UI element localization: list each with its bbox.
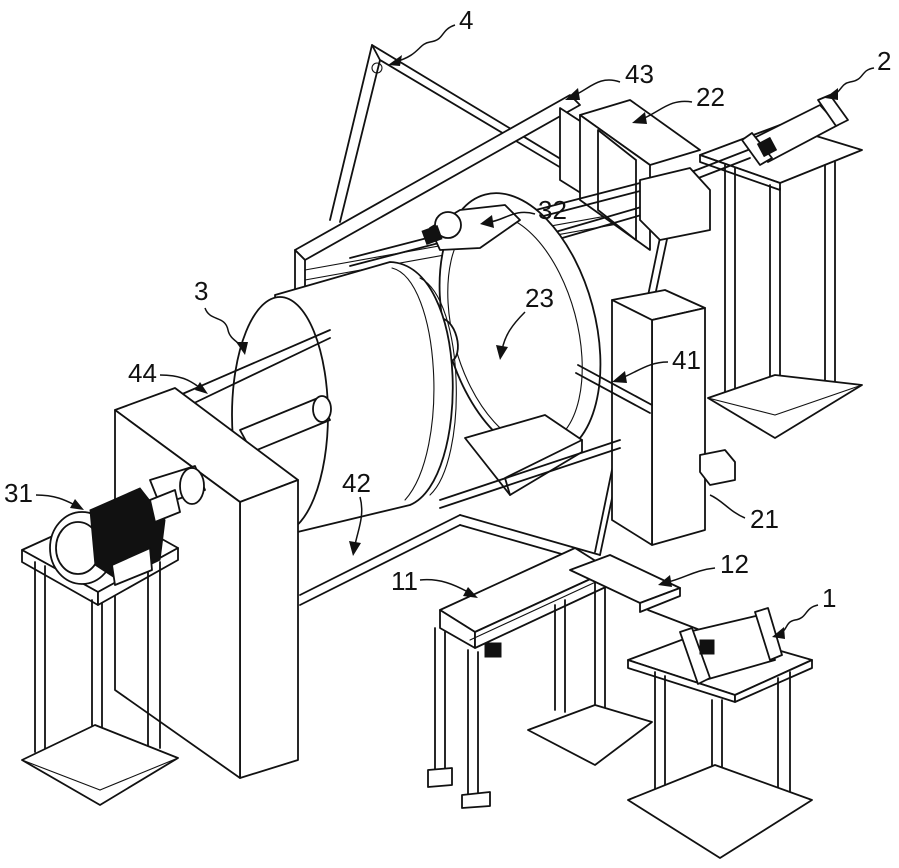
label-22: 22 bbox=[696, 82, 725, 112]
label-3: 3 bbox=[194, 276, 208, 306]
label-2: 2 bbox=[877, 46, 891, 76]
label-41: 41 bbox=[672, 345, 701, 375]
label-12: 12 bbox=[720, 549, 749, 579]
label-43: 43 bbox=[625, 59, 654, 89]
label-44: 44 bbox=[128, 358, 157, 388]
label-21: 21 bbox=[750, 504, 779, 534]
label-31: 31 bbox=[4, 478, 33, 508]
label-11: 11 bbox=[391, 566, 418, 596]
label-23: 23 bbox=[525, 283, 554, 313]
label-1: 1 bbox=[822, 583, 836, 613]
side-plate-21 bbox=[612, 290, 735, 545]
label-32: 32 bbox=[538, 195, 567, 225]
label-42: 42 bbox=[342, 468, 371, 498]
label-4: 4 bbox=[459, 5, 473, 35]
cylinder-2-stand bbox=[700, 125, 862, 438]
